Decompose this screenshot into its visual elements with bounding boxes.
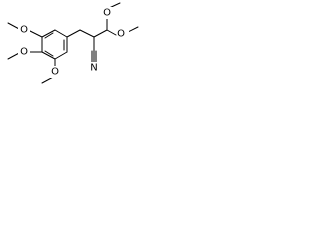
atom-o-methoxy-mid: O xyxy=(20,47,28,58)
nitrile-group xyxy=(91,36,97,63)
molecule-canvas: O O O O O N xyxy=(0,0,144,102)
atom-o-right: O xyxy=(117,29,125,40)
atom-o-top-right: O xyxy=(103,8,111,19)
atom-o-methoxy-top: O xyxy=(20,25,28,36)
benzene-ring xyxy=(41,29,68,60)
atom-labels: O O O O O N xyxy=(18,7,129,78)
chemical-structure: O O O O O N xyxy=(7,2,139,84)
atom-n-nitrile: N xyxy=(90,63,97,74)
atom-o-methoxy-bottom: O xyxy=(51,67,59,78)
